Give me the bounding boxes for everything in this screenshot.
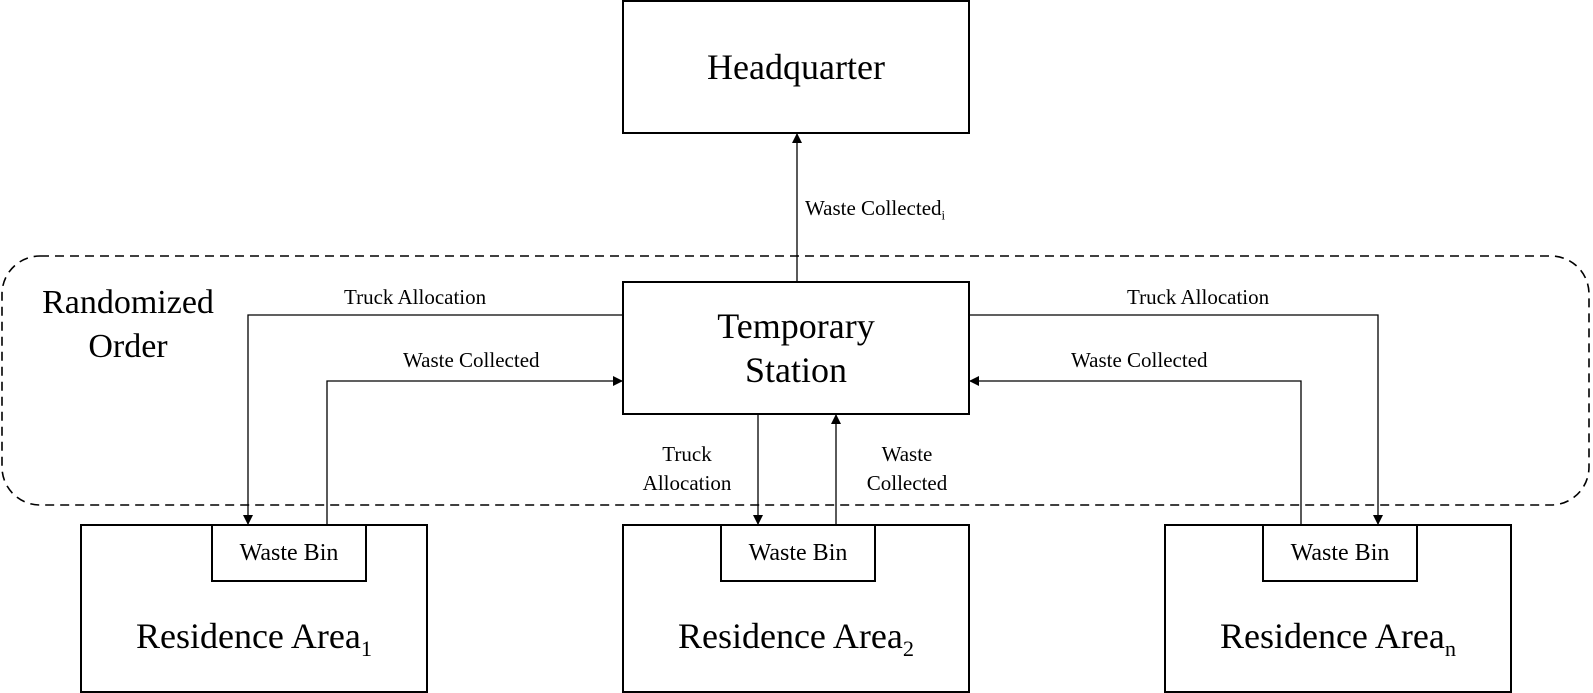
residence-area-n-name: Residence Area — [1219, 616, 1445, 656]
edge-label-mid-collected-line2: Collected — [866, 471, 948, 495]
headquarter-node: Headquarter — [622, 0, 970, 134]
group-label-line1: Randomized — [42, 284, 214, 321]
group-label-line2: Order — [88, 328, 168, 365]
residence-area-1-sub: 1 — [360, 635, 373, 661]
residence-area-2-label: Residence Area2 — [624, 614, 968, 661]
waste-bin-n-label: Waste Bin — [1290, 539, 1390, 566]
station-label-line2: Station — [744, 350, 847, 390]
edge-label-mid-alloc: Truck Allocation — [626, 440, 748, 498]
residence-area-2: Waste Bin Residence Area2 — [622, 524, 970, 693]
edge-label-mid-collected-line1: Waste — [881, 442, 933, 466]
waste-bin-1: Waste Bin — [211, 524, 367, 582]
waste-bin-2-label: Waste Bin — [748, 539, 848, 566]
arrow-left-waste-collected — [326, 376, 623, 524]
waste-bin-n: Waste Bin — [1262, 524, 1418, 582]
edge-label-to-hq-sub: i — [941, 207, 946, 223]
residence-area-1-name: Residence Area — [135, 616, 361, 656]
temporary-station-node: Temporary Station — [622, 281, 970, 415]
residence-area-1: Waste Bin Residence Area1 — [80, 524, 428, 693]
residence-area-n-sub: n — [1444, 635, 1457, 661]
edge-label-left-collected: Waste Collected — [403, 348, 540, 372]
edge-label-mid-alloc-line2: Allocation — [642, 471, 732, 495]
waste-bin-2: Waste Bin — [720, 524, 876, 582]
residence-area-2-sub: 2 — [902, 635, 915, 661]
arrow-right-truck-allocation — [970, 314, 1383, 525]
edge-label-mid-alloc-line1: Truck — [662, 442, 712, 466]
residence-area-2-name: Residence Area — [677, 616, 903, 656]
waste-bin-1-label: Waste Bin — [239, 539, 339, 566]
edge-label-to-hq-text: Waste Collected — [805, 196, 942, 220]
edge-label-left-alloc: Truck Allocation — [344, 285, 487, 309]
edge-label-right-alloc: Truck Allocation — [1127, 285, 1270, 309]
edge-label-right-collected: Waste Collected — [1071, 348, 1208, 372]
edge-label-to-hq: Waste Collectedi — [805, 194, 945, 223]
station-label-line1: Temporary — [717, 306, 875, 346]
arrow-left-truck-allocation — [243, 314, 622, 525]
residence-area-n: Waste Bin Residence Arean — [1164, 524, 1512, 693]
arrow-right-waste-collected — [969, 376, 1302, 524]
randomized-order-group — [1, 255, 1590, 506]
residence-area-1-label: Residence Area1 — [82, 614, 426, 661]
residence-area-n-label: Residence Arean — [1166, 614, 1510, 661]
edge-label-mid-collected: Waste Collected — [846, 440, 968, 498]
headquarter-label: Headquarter — [707, 47, 885, 87]
group-label: Randomized Order — [28, 281, 228, 369]
